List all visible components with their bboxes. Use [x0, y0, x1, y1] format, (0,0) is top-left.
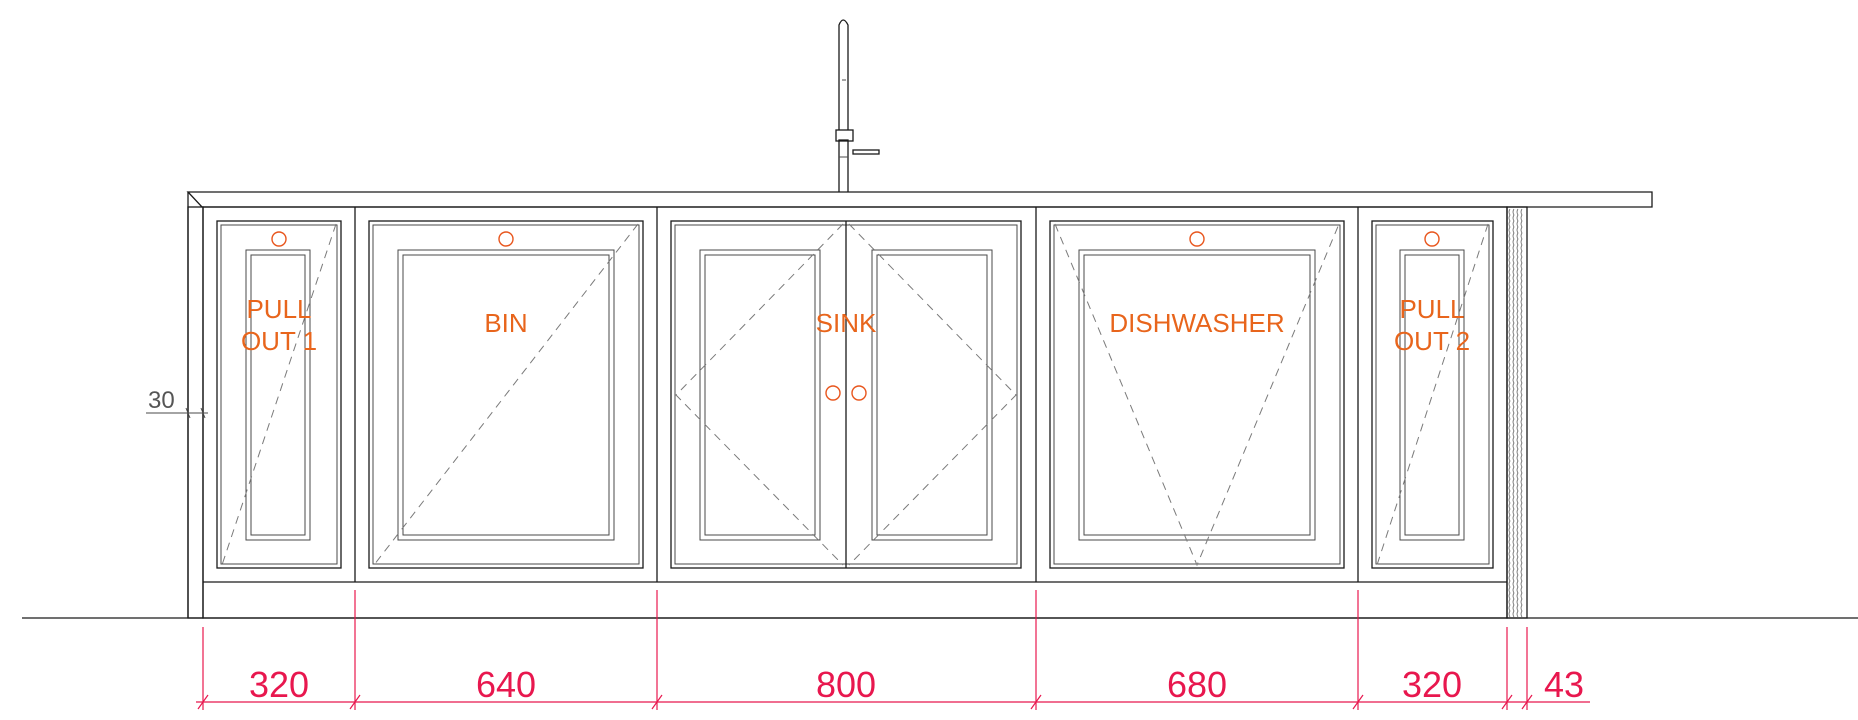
- unit-label: DISHWASHER: [1109, 308, 1284, 338]
- unit-pull-out-1: PULL OUT 1: [216, 220, 342, 569]
- knob-icon: [1189, 231, 1205, 247]
- dimension-text: 640: [476, 664, 536, 705]
- dimension-tick: [1501, 694, 1513, 710]
- dimension-text: 680: [1167, 664, 1227, 705]
- dimension-tick: [1521, 694, 1533, 710]
- unit-dishwasher: DISHWASHER: [1049, 220, 1345, 569]
- knob-icon: [1424, 231, 1440, 247]
- knob-icon: [825, 385, 841, 401]
- dimension-tick: [1352, 694, 1364, 710]
- right-end-panel: [1506, 206, 1528, 619]
- unit-label: PULL: [246, 294, 311, 324]
- side-panel-dimension: 30: [146, 387, 208, 419]
- wood-grain-line: [1520, 208, 1523, 618]
- unit-label: BIN: [484, 308, 527, 338]
- wood-grain-line: [1512, 208, 1515, 618]
- worktop: [186, 191, 1653, 208]
- dimension-text: 43: [1544, 664, 1584, 705]
- unit-sink: SINK: [670, 220, 1022, 569]
- wood-grain-line: [1508, 208, 1511, 618]
- dimension-text: 320: [249, 664, 309, 705]
- dimension-text: 800: [816, 664, 876, 705]
- tap-icon: [835, 19, 880, 192]
- unit-label: OUT 2: [1394, 326, 1470, 356]
- wood-grain-line: [1516, 208, 1519, 618]
- dimension-tick: [1030, 694, 1042, 710]
- dimension-text: 320: [1402, 664, 1462, 705]
- cabinet-carcass: [202, 206, 1508, 619]
- dimension-text: 30: [148, 387, 175, 414]
- knob-icon: [271, 231, 287, 247]
- unit-pull-out-2: PULL OUT 2: [1371, 220, 1494, 569]
- dimension-tick: [197, 694, 209, 710]
- unit-label: PULL: [1399, 294, 1464, 324]
- dimension-tick: [349, 694, 361, 710]
- unit-bin: BIN: [368, 220, 644, 569]
- end-panel-wood-grain: [1508, 208, 1523, 618]
- dimension-tick: [651, 694, 663, 710]
- dimension-chain: 320 640 800 680 320 43: [196, 590, 1590, 710]
- knob-icon: [851, 385, 867, 401]
- unit-label: SINK: [816, 308, 877, 338]
- unit-label: OUT 1: [241, 326, 317, 356]
- knob-icon: [498, 231, 514, 247]
